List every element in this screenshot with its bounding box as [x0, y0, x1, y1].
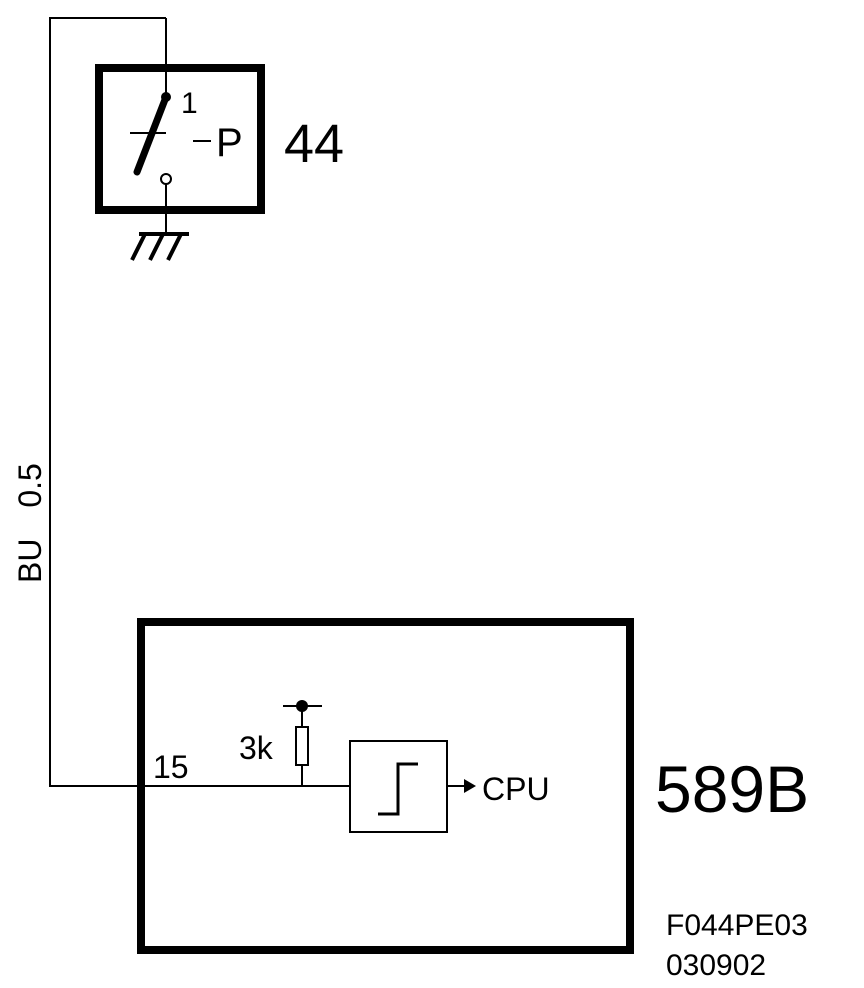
resistor-label: 3k	[239, 730, 274, 766]
wire-gauge: 0.5	[12, 463, 48, 507]
switch-contact	[133, 93, 170, 176]
date-code: 030902	[666, 949, 766, 982]
cpu-output-label: CPU	[482, 771, 550, 807]
wire-spec-label: BU 0.5	[12, 463, 48, 583]
wire-path	[49, 17, 302, 787]
step-icon	[378, 762, 418, 816]
module-box	[137, 618, 634, 954]
switch-ref-label: 44	[284, 114, 344, 174]
arrow-right-icon	[464, 779, 476, 793]
wire-color-code: BU	[12, 539, 48, 583]
module-pin-label: 15	[153, 749, 189, 785]
switch-pin-label: 1	[181, 87, 198, 120]
resistor-symbol	[295, 726, 309, 766]
module-ref-label: 589B	[655, 752, 809, 826]
switch-terminal-bottom	[160, 173, 172, 185]
switch-symbol-label: P	[216, 121, 243, 165]
drawing-id: F044PE03	[666, 909, 808, 942]
ground-icon	[130, 232, 189, 261]
switch-box	[95, 64, 265, 214]
